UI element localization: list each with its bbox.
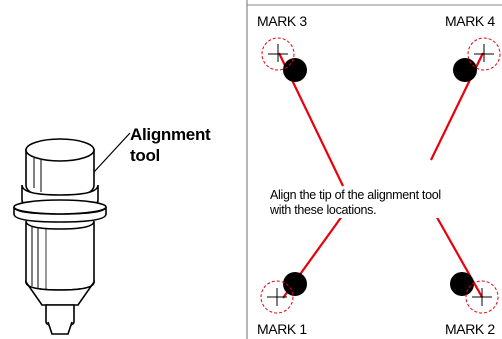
mark-2-target — [450, 272, 499, 314]
alignment-instruction: Align the tip of the alignment tool with… — [268, 188, 443, 218]
mark-2-label: MARK 2 — [445, 321, 495, 337]
mark-4-label: MARK 4 — [445, 13, 495, 29]
alignment-instruction-line2: with these locations. — [270, 203, 377, 217]
mark-2-dot — [450, 272, 474, 296]
mark-3-dot — [283, 58, 307, 82]
mark-1-label: MARK 1 — [257, 321, 307, 337]
alignment-tool-label: Alignment tool — [130, 124, 211, 166]
alignment-tool-label-line1: Alignment — [130, 125, 211, 144]
mark-4-dot — [453, 58, 477, 82]
mark-1-target — [260, 272, 307, 314]
mark-1-dot — [283, 272, 307, 296]
mark-3-target — [261, 37, 307, 82]
alignment-lines — [278, 52, 484, 299]
panel-frame — [246, 0, 502, 339]
alignment-tool-label-line2: tool — [130, 146, 160, 165]
mark-4-target — [453, 37, 501, 82]
mark-3-label: MARK 3 — [257, 13, 307, 29]
alignment-tool-illustration — [13, 132, 131, 335]
alignment-instruction-line1: Align the tip of the alignment tool — [270, 188, 441, 202]
